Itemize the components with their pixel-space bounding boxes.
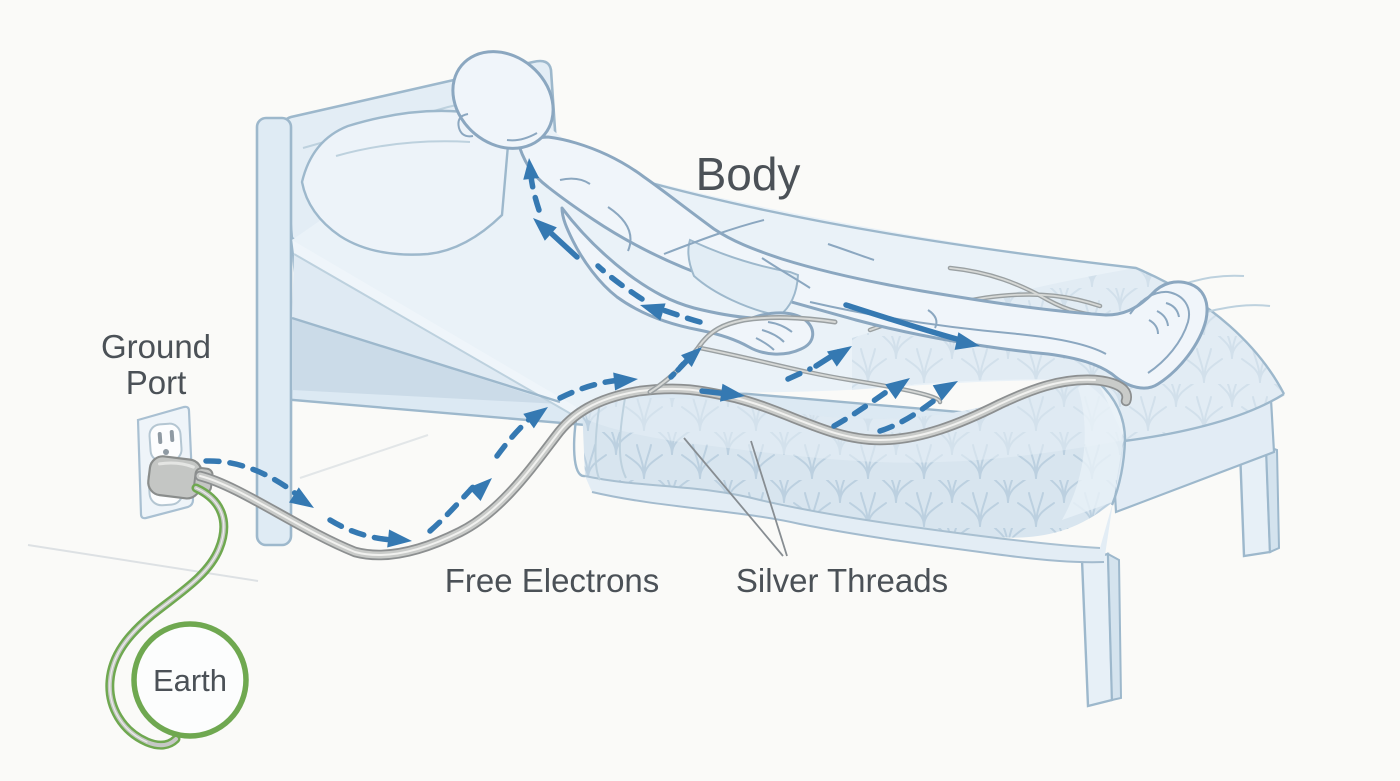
person-head [451, 50, 555, 150]
label-ground-port-line1: Ground [101, 328, 211, 365]
earth-wire [105, 483, 229, 750]
grounding-cable [105, 315, 1132, 750]
label-body: Body [696, 148, 801, 200]
label-free-electrons: Free Electrons [445, 562, 660, 599]
headboard-post [255, 116, 293, 547]
pillow [300, 109, 510, 256]
label-earth: Earth [153, 663, 227, 698]
electron-flow-arrows [203, 158, 980, 548]
inclined-backrest [291, 236, 579, 419]
annotations: Body Ground Port Free Electrons Silver T… [101, 148, 948, 599]
label-ground-port-line2: Port [126, 364, 187, 401]
silver-threads-leader-right [750, 440, 788, 557]
mattress-front [572, 381, 1127, 564]
silver-threads-leader-left [683, 437, 784, 557]
outlet-socket-top [148, 422, 183, 463]
label-silver-threads: Silver Threads [736, 562, 948, 599]
earth-symbol: Earth [131, 621, 249, 739]
ground-cable-main [194, 374, 1132, 561]
floor-lines [27, 434, 429, 582]
